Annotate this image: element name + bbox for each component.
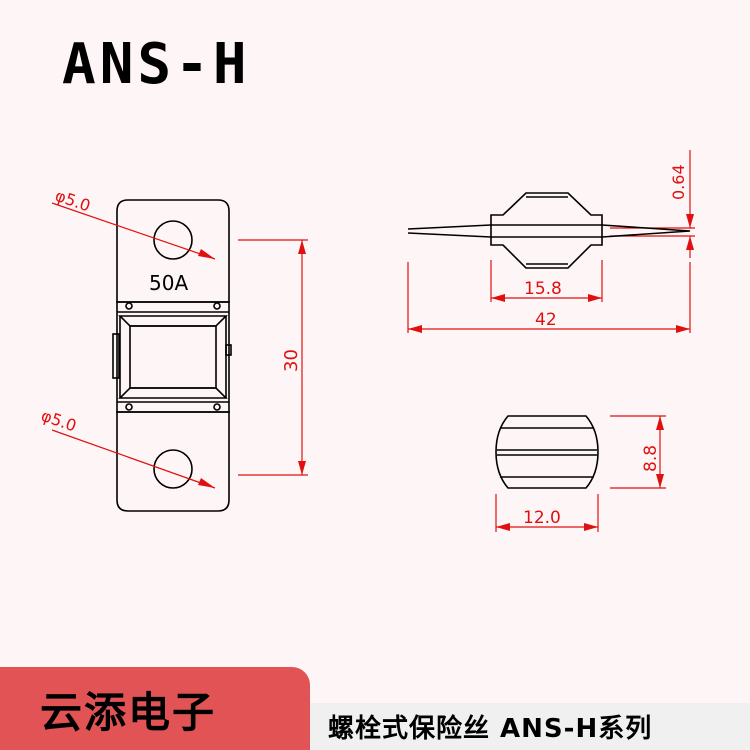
fuse-rating-label: 50A [149, 271, 188, 295]
product-bar: 螺栓式保险丝 ANS-H系列 [310, 703, 750, 750]
total-length-dimension: 42 [535, 310, 557, 330]
page-title: ANS-H [62, 32, 251, 97]
end-height-dimension: 8.8 [641, 445, 661, 472]
body-width-dimension: 15.8 [524, 279, 562, 299]
bottom-hole [153, 449, 193, 489]
fuse-end-view [495, 415, 599, 489]
footer-banner: 云添电子 螺栓式保险丝 ANS-H系列 [0, 667, 750, 750]
top-hole [153, 220, 193, 260]
height-dimension: 30 [281, 349, 302, 372]
fuse-side-view [407, 192, 691, 269]
hole-top-dimension: φ5.0 [53, 186, 93, 216]
brand-bar: 云添电子 [0, 667, 310, 750]
end-width-dimension: 12.0 [523, 508, 561, 528]
dimension-lines [51, 150, 695, 532]
product-name: 螺栓式保险丝 ANS-H系列 [328, 714, 653, 744]
thickness-dimension: 0.64 [669, 164, 688, 200]
fuse-technical-drawing: 50A [39, 150, 695, 532]
fuse-front-view [112, 199, 232, 512]
hole-bottom-dimension: φ5.0 [39, 406, 79, 436]
dimension-arrows [198, 214, 694, 531]
brand-name: 云添电子 [40, 688, 217, 737]
